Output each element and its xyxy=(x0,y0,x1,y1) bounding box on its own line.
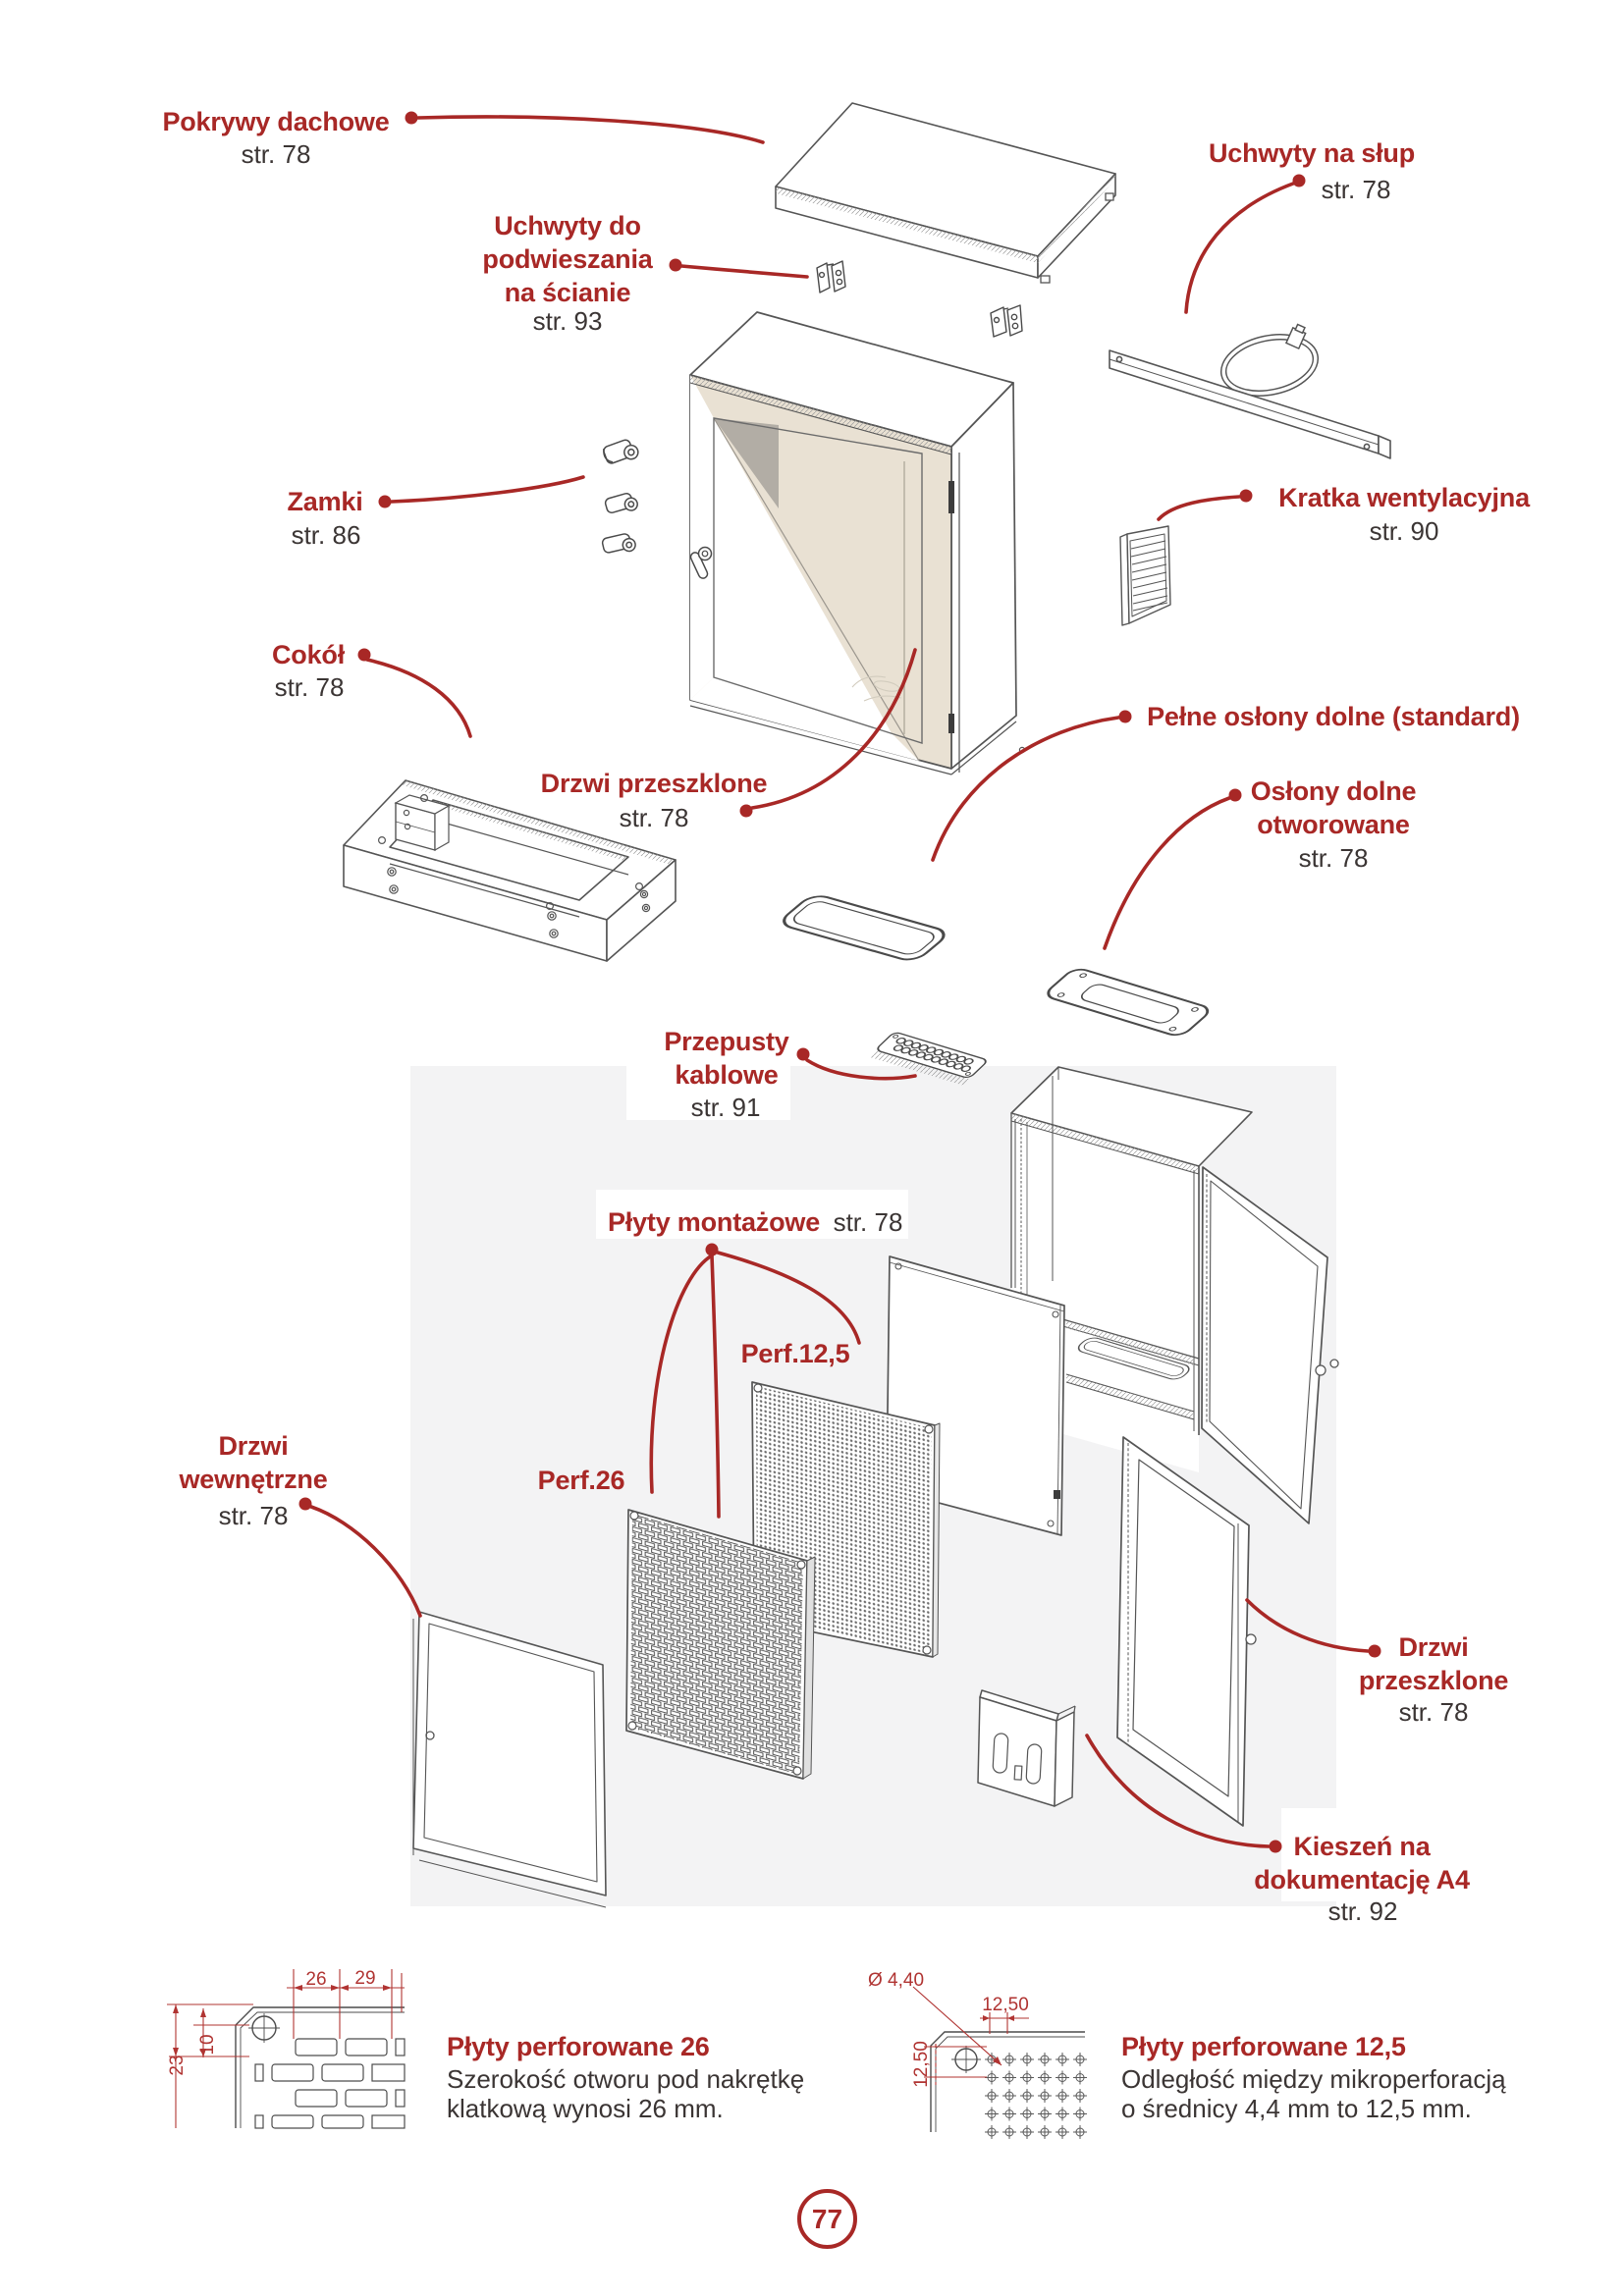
svg-text:23: 23 xyxy=(167,2055,188,2075)
svg-text:12,50: 12,50 xyxy=(982,1995,1029,2015)
svg-text:29: 29 xyxy=(354,1968,375,1989)
svg-text:Ø 4,40: Ø 4,40 xyxy=(868,1970,924,1991)
svg-text:10: 10 xyxy=(197,2034,218,2055)
svg-text:26: 26 xyxy=(305,1969,326,1990)
svg-text:12,50: 12,50 xyxy=(911,2041,932,2088)
